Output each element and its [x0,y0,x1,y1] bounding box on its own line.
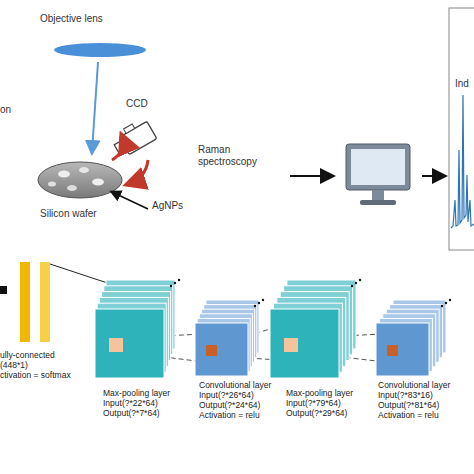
layer-parameter: Activation = relu [199,410,285,420]
layer-parameter: Output(?*7*64) [103,408,189,418]
layer-stack [0,262,60,344]
max-pooling-layer: Max-pooling layerInput(?*79*64)Output(?*… [270,280,366,420]
annotation-label: on [0,104,11,116]
layer-parameter: Input(?*26*64) [199,390,285,400]
layer-parameter: Output(?*24*64) [199,400,285,410]
annotation-label: Silicon wafer [40,208,97,220]
layer-stack [195,300,273,376]
annotation-label: Objective lens [40,13,103,25]
annotation-label: Ind [455,78,469,90]
layer-parameter: ctivation = softmax [0,370,105,380]
layer-parameter: Input(?*79*64) [286,398,372,408]
layer-name: ully-connected [0,350,105,360]
layer-stack [95,280,189,378]
layer-parameter: Input(?*22*64) [103,398,189,408]
layer-parameter: Output(?*81*64) [378,400,470,410]
layer-name: Convolutional layer [199,380,285,390]
layer-caption: Convolutional layerInput(?*26*64)Output(… [199,380,285,420]
layer-parameter: (448*1) [0,360,105,370]
convolutional-layer: Convolutional layerInput(?*83*16)Output(… [376,300,472,424]
layer-parameter: Input(?*83*16) [378,390,470,400]
layer-stack [270,280,370,378]
layer-stack [376,300,460,376]
fully-connected-layer: ully-connected(448*1)ctivation = softmax [0,262,105,380]
layer-parameter: Output(?*29*64) [286,408,372,418]
annotation-label: CCD [126,98,148,110]
annotation-label: AgNPs [152,200,183,212]
layer-name: Convolutional layer [378,380,470,390]
layer-parameter: Activation = relu [378,410,470,420]
layer-caption: Convolutional layerInput(?*83*16)Output(… [378,380,470,420]
layer-caption: Max-pooling layerInput(?*79*64)Output(?*… [286,388,372,418]
annotation-label: Raman spectroscopy [198,144,262,168]
layer-caption: ully-connected(448*1)ctivation = softmax [0,350,105,380]
layer-caption: Max-pooling layerInput(?*22*64)Output(?*… [103,388,189,418]
layer-name: Max-pooling layer [103,388,189,398]
max-pooling-layer: Max-pooling layerInput(?*22*64)Output(?*… [95,280,183,420]
layer-name: Max-pooling layer [286,388,372,398]
